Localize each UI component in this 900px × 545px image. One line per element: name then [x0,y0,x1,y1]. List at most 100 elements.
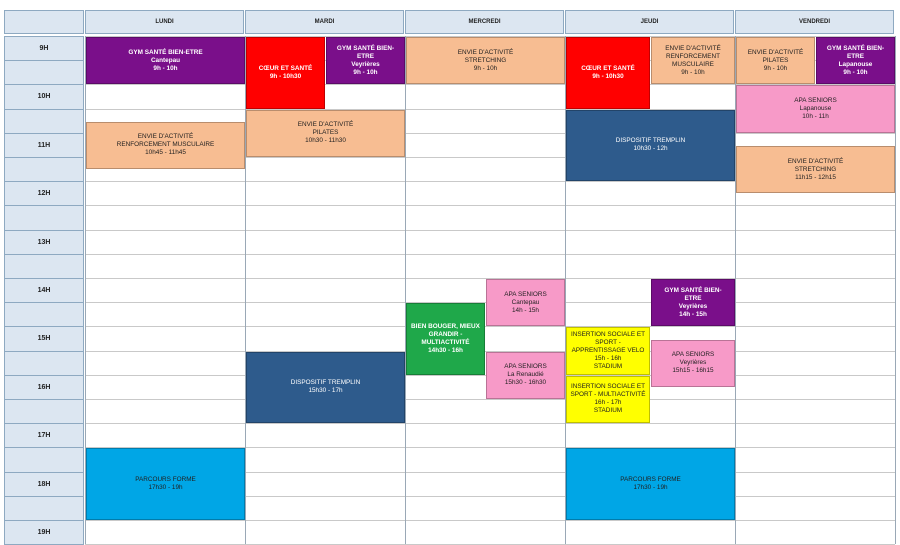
event-title: BIEN BOUGER, MIEUX GRANDIR - MULTIACTIVI… [411,322,480,346]
grid-line [85,326,895,328]
event-title: ENVIE D'ACTIVITÉ RENFORCEMENT MUSCULAIRE [665,44,721,68]
event-location: Veyrières [679,359,707,367]
event-title: GYM SANTÉ BIEN- ETRE [336,44,395,60]
time-half-cell [4,253,84,279]
day-header-jeudi: JEUDI [565,10,734,34]
event-title: DISPOSITIF TREMPLIN [290,379,361,387]
day-header-lundi: LUNDI [85,10,244,34]
event-title: CŒUR ET SANTÉ [258,64,313,72]
event-location: Lapanouse [838,60,873,68]
time-half-cell [4,60,84,86]
event-title: APA SENIORS [504,363,547,371]
event-title: DISPOSITIF TREMPLIN [615,137,686,145]
event-jeudi-multi[interactable]: INSERTION SOCIALE ET SPORT - MULTIACTIVI… [566,375,650,424]
event-hours: 15h30 - 16h30 [504,379,547,387]
time-label: 12H [4,181,84,207]
time-half-cell [4,399,84,425]
event-title: ENVIE D'ACTIVITÉ STRETCHING [457,48,514,64]
event-hours: 10h - 11h [802,113,829,121]
event-location: Veyrières [678,302,708,310]
event-hours: 11h15 - 12h15 [795,173,836,181]
event-hours: 10h30 - 12h [633,145,668,153]
event-hours: 14h - 15h [679,310,707,318]
grid-line [85,495,895,497]
grid-line [85,278,895,279]
event-hours: 9h - 10h [681,68,705,76]
time-label: 18H [4,471,84,497]
column-divider [895,36,896,545]
event-title: GYM SANTÉ BIEN- ETRE [826,44,885,60]
event-title: CŒUR ET SANTÉ [581,64,635,72]
time-half-cell [4,350,84,376]
grid-line [85,36,895,37]
event-hours: 14h - 15h [511,306,539,314]
event-hours: 9h - 10h [153,64,178,72]
event-title: GYM SANTÉ BIEN- ETRE [664,286,722,302]
column-divider [245,36,246,545]
event-hours: 15h30 - 17h [308,387,343,395]
grid-line [85,181,895,183]
time-label: 15H [4,326,84,352]
event-hours: 9h - 10h [843,68,868,76]
day-header-mardi: MARDI [245,10,404,34]
day-header-mercredi: MERCREDI [405,10,564,34]
time-half-cell [4,157,84,183]
event-jeudi-renfo[interactable]: ENVIE D'ACTIVITÉ RENFORCEMENT MUSCULAIRE… [651,37,735,85]
grid-line [85,84,895,86]
event-location: Cantepau [150,56,181,64]
time-half-cell [4,108,84,134]
time-label: 11H [4,132,84,158]
column-divider [565,36,566,545]
event-title: GYM SANTÉ BIEN-ETRE [128,48,203,56]
event-title: APA SENIORS [794,97,837,105]
time-label: 14H [4,278,84,304]
grid-line [85,132,895,134]
grid-line [85,399,895,400]
grid-line [85,205,895,207]
grid-line [85,350,895,352]
time-label: 13H [4,229,84,255]
grid-line [85,253,895,255]
event-hours: 17h30 - 19h [148,484,183,492]
time-label: 9H [4,36,84,62]
time-half-cell [4,495,84,521]
time-half-cell [4,302,84,328]
time-label: 19H [4,520,84,545]
event-title: ENVIE D'ACTIVITÉ RENFORCEMENT MUSCULAIRE [116,133,215,149]
event-title: ENVIE D'ACTIVITÉ STRETCHING [787,157,844,173]
event-lundi-renfo[interactable]: ENVIE D'ACTIVITÉ RENFORCEMENT MUSCULAIRE… [86,121,245,170]
event-title: INSERTION SOCIALE ET SPORT - MULTIACTIVI… [570,383,646,399]
grid-line [85,157,895,158]
event-title: PARCOURS FORME [620,476,681,484]
time-half-cell [4,205,84,231]
grid-line [85,229,895,231]
event-title: ENVIE D'ACTIVITÉ PILATES [297,121,354,137]
event-hours: 9h - 10h30 [269,72,302,80]
event-jeudi-velo[interactable]: INSERTION SOCIALE ET SPORT - APPRENTISSA… [566,327,650,375]
grid-line [85,520,895,521]
grid-line [85,447,895,449]
event-mercredi-bouger[interactable]: BIEN BOUGER, MIEUX GRANDIR - MULTIACTIVI… [406,303,485,375]
event-hours: 15h - 16h STADIUM [593,355,623,371]
event-hours: 15h15 - 16h15 [672,367,714,375]
time-label: 17H [4,423,84,449]
